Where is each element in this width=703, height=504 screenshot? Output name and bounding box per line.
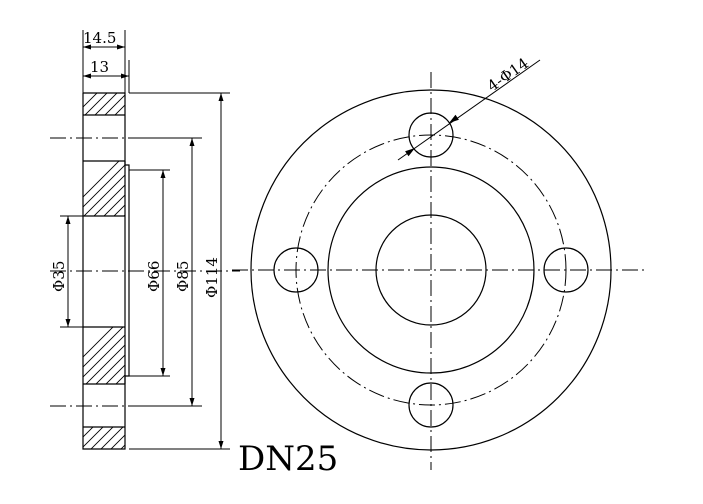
hatch-top-small — [83, 93, 125, 115]
dim-bolt-holes: 4-Φ14 — [484, 54, 532, 95]
dim-overall-thickness: 14.5 — [83, 29, 116, 47]
dim-bolt-circle-diameter: Φ85 — [174, 261, 192, 292]
section-view: 14.5 13 Φ35 Φ66 Φ85 Φ114 — [50, 29, 240, 450]
bolt-hole-bottom — [408, 382, 454, 428]
hatch-top — [83, 161, 125, 216]
front-view: 4-Φ14 — [232, 54, 645, 470]
dim-raised-face-diameter: Φ66 — [145, 261, 163, 292]
hatch-bottom-small — [83, 427, 125, 449]
hatch-bottom — [83, 327, 125, 384]
dim-bore-diameter: Φ35 — [50, 261, 68, 292]
drawing-title: DN25 — [238, 439, 338, 479]
dim-flange-thickness: 13 — [90, 58, 109, 76]
dim-outer-diameter: Φ114 — [203, 257, 221, 298]
